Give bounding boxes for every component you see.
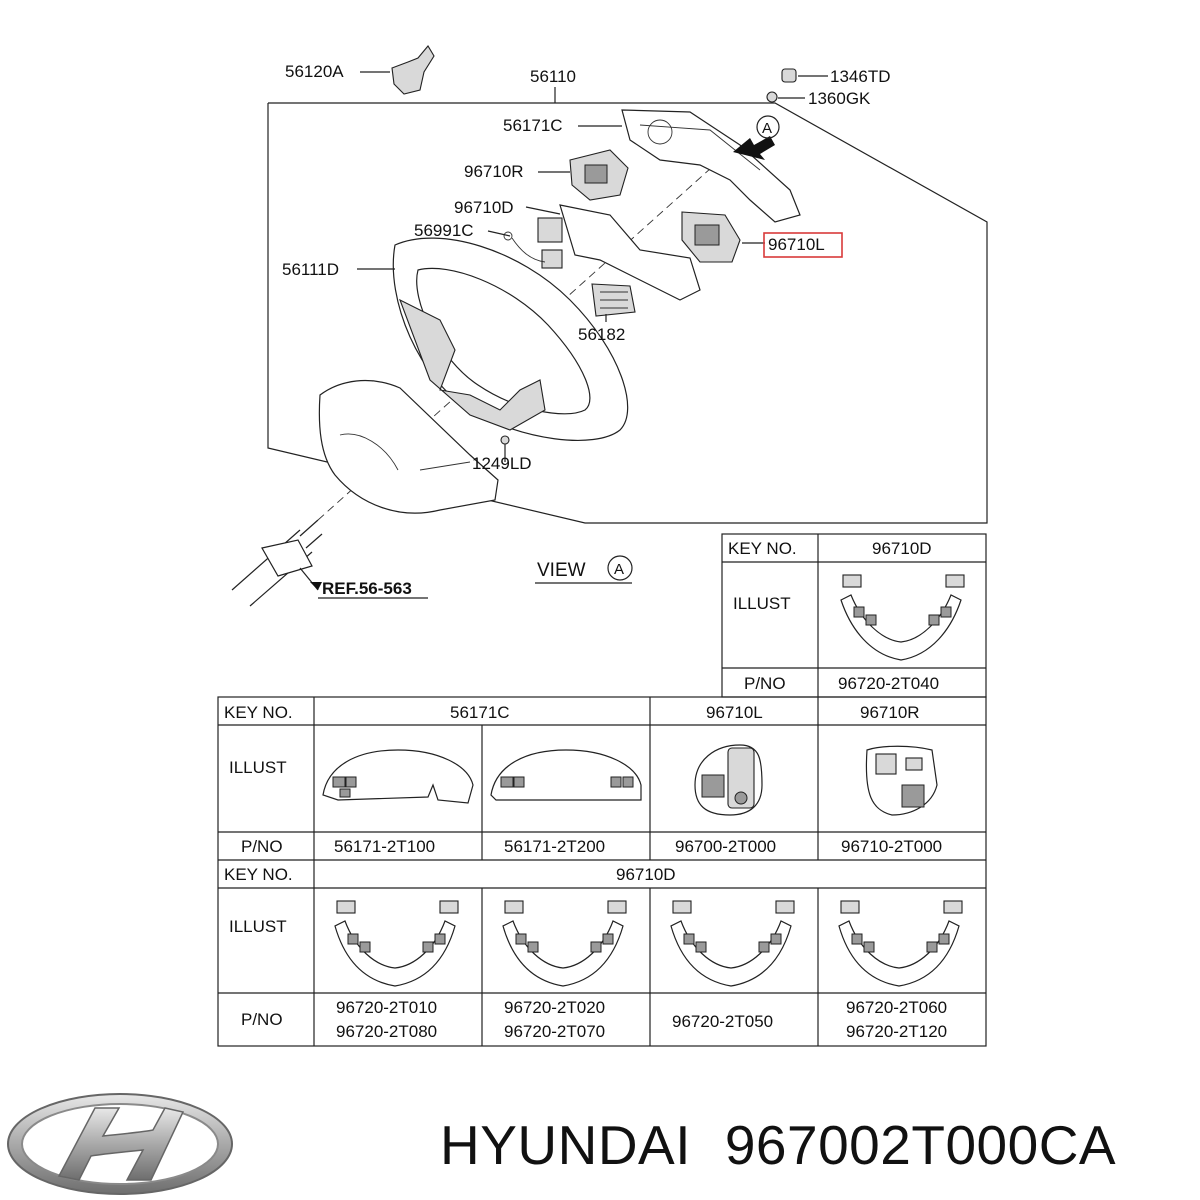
illust-bezel-1 — [334, 900, 459, 987]
table-main-pno-96720-2T060: 96720-2T060 — [846, 998, 947, 1017]
brand-footer: HYUNDAI 967002T000CA — [440, 1110, 1200, 1180]
table-top-illust-label: ILLUST — [733, 594, 791, 613]
illust-switch-96710R — [865, 745, 938, 816]
upper-cover — [621, 109, 801, 223]
illust-bezel-4 — [838, 900, 963, 987]
assembly-frame — [267, 102, 988, 524]
table-main-key-96710R: 96710R — [860, 703, 920, 722]
table-main-key-56171C: 56171C — [450, 703, 510, 722]
table-top-pno-label: P/NO — [744, 674, 786, 693]
callout-1249LD: 1249LD — [472, 454, 532, 473]
table-top-key-label: KEY NO. — [728, 539, 797, 558]
table-main-pno-96700-2T000: 96700-2T000 — [675, 837, 776, 856]
illust-upper-cover-1 — [322, 749, 474, 804]
view-letter: A — [614, 561, 624, 578]
callout-56111D: 56111D — [282, 260, 339, 279]
callout-56110: 56110 — [530, 67, 576, 86]
callout-1360GK: 1360GK — [808, 89, 871, 108]
switch-bracket-96710D — [537, 204, 701, 301]
view-label: VIEW — [537, 560, 586, 581]
switch-96710L — [681, 211, 741, 263]
table-main-pno-96720-2T080: 96720-2T080 — [336, 1022, 437, 1041]
table-main-pno-96720-2T010: 96720-2T010 — [336, 998, 437, 1017]
brand-name: HYUNDAI — [440, 1114, 692, 1176]
table-top-illustration — [840, 574, 965, 661]
table-main-pno-label-2: P/NO — [241, 1010, 283, 1029]
switch-96710R — [569, 149, 629, 201]
illust-upper-cover-2 — [490, 749, 642, 801]
table-main-key-96710L: 96710L — [706, 703, 763, 722]
illust-switch-96710L — [694, 744, 763, 816]
illust-bezel-2 — [502, 900, 627, 987]
callout-marker-letter: A — [762, 120, 772, 137]
table-main-pno-label-1: P/NO — [241, 837, 283, 856]
table-main-key-96710D: 96710D — [616, 865, 676, 884]
bolt-1360GK — [766, 91, 778, 103]
callout-56182: 56182 — [578, 325, 625, 344]
steering-wheel — [318, 237, 629, 514]
table-top-key: 96710D — [872, 539, 932, 558]
hyundai-logo-icon — [7, 1093, 233, 1195]
table-main-pno-96710-2T000: 96710-2T000 — [841, 837, 942, 856]
table-main-pno-56171-2T100: 56171-2T100 — [334, 837, 435, 856]
callout-56171C: 56171C — [503, 116, 563, 135]
table-main-pno-96720-2T070: 96720-2T070 — [504, 1022, 605, 1041]
callout-56991C: 56991C — [414, 221, 474, 240]
table-main-grid — [217, 696, 987, 1047]
bolt-1249LD — [500, 435, 510, 452]
table-main-pno-96720-2T120: 96720-2T120 — [846, 1022, 947, 1041]
table-main-key-label-1: KEY NO. — [224, 703, 293, 722]
table-main-pno-96720-2T020: 96720-2T020 — [504, 998, 605, 1017]
view-arrow — [733, 115, 780, 160]
knob-56120A — [391, 45, 435, 95]
callout-96710L-highlight — [763, 232, 843, 258]
table-main-pno-56171-2T200: 56171-2T200 — [504, 837, 605, 856]
callout-96710D: 96710D — [454, 198, 514, 217]
table-main-illust-label-2: ILLUST — [229, 917, 287, 936]
steering-column — [231, 159, 721, 607]
connector-56182 — [591, 283, 636, 317]
callout-56120A: 56120A — [285, 62, 344, 81]
reference-label: REF.56-563 — [322, 579, 412, 598]
wire-56991C — [503, 231, 546, 263]
bolt-1346TD — [781, 68, 797, 83]
view-letter-circle — [607, 555, 633, 581]
table-top-pno: 96720-2T040 — [838, 674, 939, 693]
callout-1346TD: 1346TD — [830, 67, 890, 86]
illust-bezel-3 — [670, 900, 795, 987]
leader-lines — [357, 71, 828, 462]
callout-96710L: 96710L — [768, 235, 825, 254]
table-main-key-label-2: KEY NO. — [224, 865, 293, 884]
callout-96710R: 96710R — [464, 162, 524, 181]
table-main-pno-96720-2T050: 96720-2T050 — [672, 1012, 773, 1031]
brand-part-number: 967002T000CA — [724, 1114, 1117, 1176]
table-main-illust-label-1: ILLUST — [229, 758, 287, 777]
